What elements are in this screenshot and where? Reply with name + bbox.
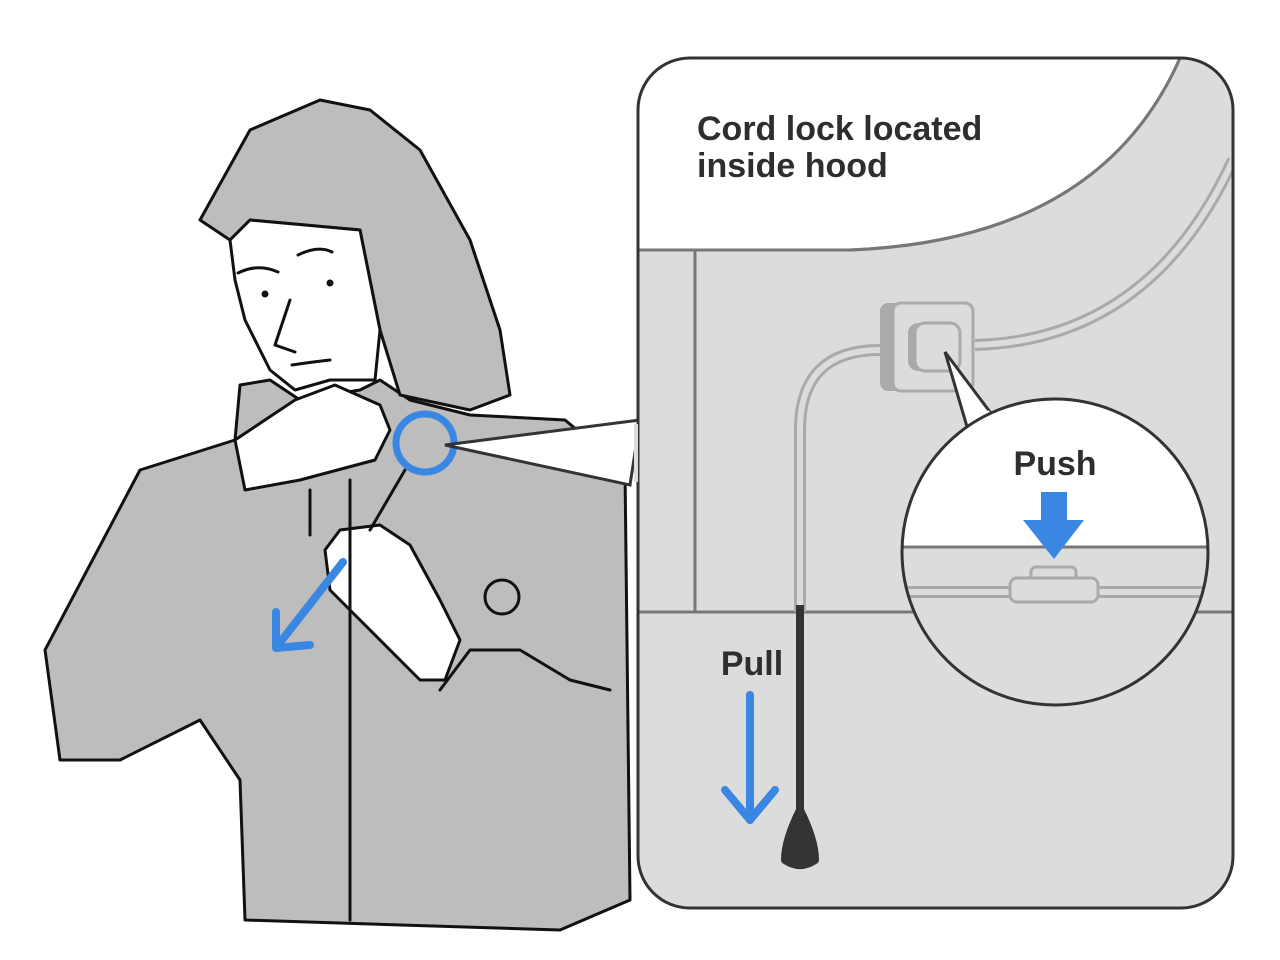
pull-direction-arrow-icon — [272, 558, 347, 652]
pull-label: Pull — [721, 645, 783, 683]
hand-upper — [233, 383, 392, 492]
push-label: Push — [1013, 445, 1096, 483]
pull-arrow-icon — [721, 691, 779, 824]
cord-end — [781, 605, 819, 869]
face — [228, 218, 382, 392]
hoodie-body — [43, 378, 632, 932]
callout-title-line2: inside hood — [697, 147, 888, 185]
callout-panel: Push Pull Cord lock located inside hood — [636, 56, 1235, 910]
callout-title-line1: Cord lock located — [697, 110, 982, 148]
person-in-hoodie — [43, 98, 632, 932]
push-arrow-icon — [1023, 492, 1084, 559]
